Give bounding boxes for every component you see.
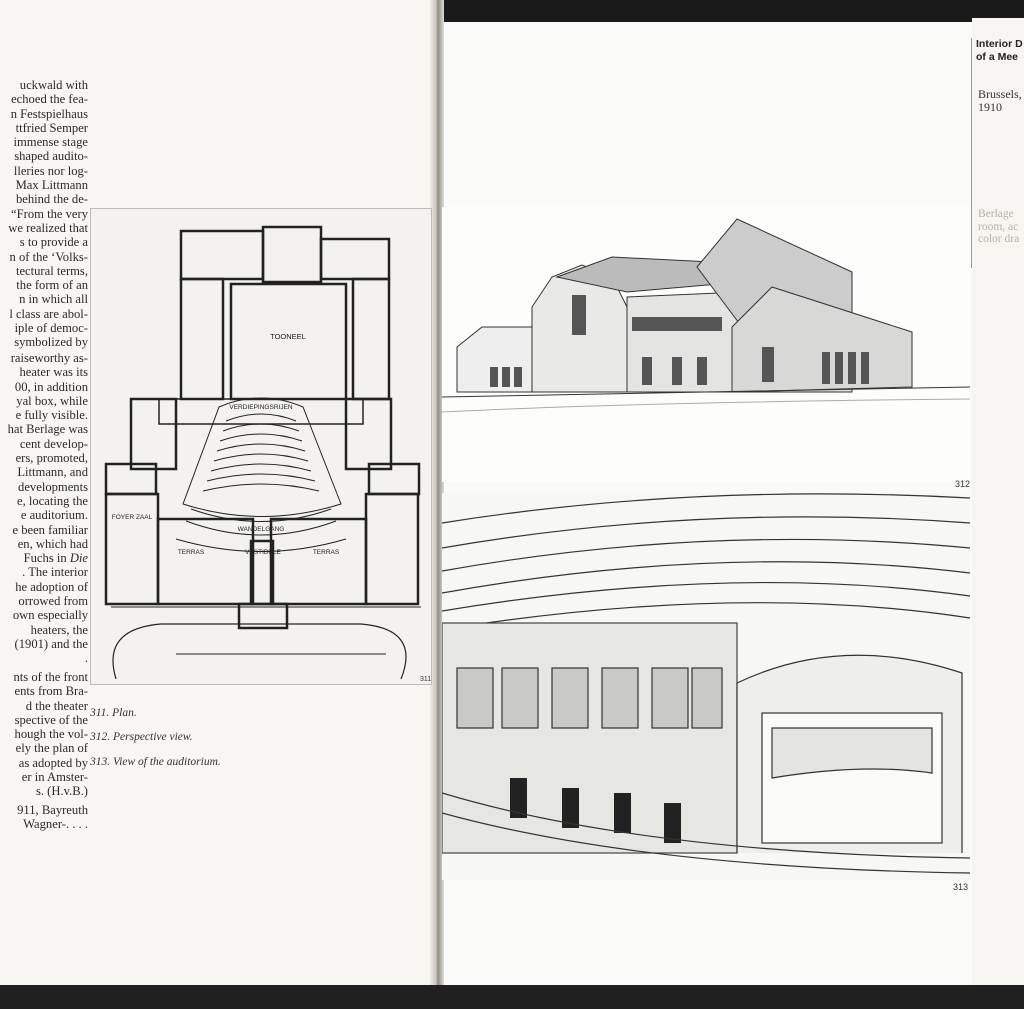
book-gutter — [430, 0, 444, 985]
caption-312: 312. Perspective view. — [90, 731, 193, 743]
text-line: uckwald with — [19, 78, 88, 92]
text-line: 911, Bayreuth — [17, 803, 88, 817]
figure-313-number: 313 — [953, 882, 969, 892]
text-line: own especially — [12, 608, 88, 623]
text-line: n in which all — [19, 292, 88, 307]
margin-rule — [971, 38, 972, 268]
text-line: immense stage — [13, 135, 89, 150]
text-line: hat Berlage was — [7, 422, 88, 437]
note-line: room, ac — [978, 220, 1019, 233]
text-line: heaters, the — [30, 622, 88, 637]
text-line: n of the ‘Volks- — [9, 249, 88, 264]
text-line: he adoption of — [15, 579, 88, 594]
text-line: symbolized by — [14, 335, 88, 350]
title-line: Interior D — [976, 38, 1023, 50]
text-line: er in Amster- — [21, 770, 88, 785]
text-line: ely the plan of — [15, 741, 88, 756]
text-line: Littmann, and — [17, 465, 88, 480]
text-line: n Festspielhaus — [10, 106, 88, 121]
text-line: nts of the front — [13, 670, 89, 684]
text-line: yal box, while — [16, 393, 88, 408]
next-page-note: Berlage room, ac color dra — [978, 208, 1019, 246]
plan-label-orchestra: VERDIEPINGSRIJEN — [229, 404, 293, 411]
text-line: orrowed from — [18, 594, 88, 609]
text-line: . — [84, 651, 88, 666]
text-line: echoed the fea- — [11, 92, 88, 107]
plan-label-terrace-left: TERRAS — [178, 549, 205, 556]
text-line: e fully visible. — [15, 408, 88, 423]
text-line: developments — [18, 479, 88, 494]
text-line: the form of an — [16, 278, 88, 293]
text-line: (1901) and the — [14, 636, 88, 651]
text-line: “From the very — [11, 206, 88, 221]
text-line: Fuchs in Die — [23, 551, 88, 566]
plan-label-terrace-right: TERRAS — [313, 549, 340, 556]
text-line: ttfried Semper — [15, 120, 88, 135]
text-line: s to provide a — [19, 235, 88, 250]
text-line: e, locating the — [17, 493, 88, 508]
background-band — [0, 985, 1024, 1009]
plan-label-foyer: FOYER ZAAL — [112, 514, 153, 521]
figure-311-number: 311 — [420, 676, 432, 683]
next-page-place: Brussels, 1910 — [978, 88, 1022, 114]
text-line: s. (H.v.B.) — [35, 784, 88, 799]
plan-label-promenade: WANDELGANG — [238, 526, 285, 533]
text-line: hough the vol- — [14, 727, 88, 742]
text-line: e auditorium. — [20, 508, 88, 523]
text-line: cent develop- — [19, 436, 88, 451]
plan-label-stage: TOONEEL — [270, 332, 306, 341]
figure-312-number: 312 — [955, 479, 971, 489]
text-line: heater was its — [19, 365, 88, 380]
figure-312-perspective — [442, 207, 970, 482]
text-line: as adopted by — [18, 755, 88, 770]
figure-313-auditorium — [442, 493, 970, 880]
note-line: Berlage — [978, 208, 1014, 220]
figure-311-plan: TOONEEL VERDIEPINGSRIJEN WANDELGANG TERR… — [90, 208, 432, 685]
text-line: shaped audito- — [14, 149, 88, 164]
text-line: d the theater — [25, 698, 88, 713]
next-page-edge — [972, 18, 1024, 985]
text-line: 00, in addition — [14, 379, 88, 394]
text-line: ents from Bra- — [14, 684, 88, 699]
text-line: we realized that — [8, 220, 88, 235]
text-line: l class are abol- — [9, 306, 88, 321]
note-line: color dra — [978, 233, 1020, 245]
text-line: ers, promoted, — [15, 451, 88, 466]
next-page-title: Interior D of a Mee — [976, 38, 1023, 64]
title-line: of a Mee — [976, 51, 1019, 63]
text-line: raiseworthy as- — [10, 351, 88, 365]
text-line: Max Littmann — [15, 178, 88, 193]
text-line: Wagner-. . . . — [23, 817, 88, 832]
text-line: tectural terms, — [15, 263, 88, 278]
text-line: behind the de- — [15, 192, 88, 207]
text-line: e been familiar — [12, 522, 88, 537]
place-line: 1910 — [978, 100, 1002, 114]
caption-311: 311. Plan. — [90, 707, 137, 719]
place-line: Brussels, — [978, 87, 1022, 101]
text-line: . The interior — [22, 565, 88, 580]
text-line: en, which had — [17, 536, 88, 551]
plan-label-vestibule: VESTIBULE — [245, 549, 281, 556]
text-line: spective of the — [14, 712, 88, 727]
text-line: lleries nor log- — [13, 163, 88, 178]
text-line: iple of democ- — [14, 321, 88, 336]
caption-313: 313. View of the auditorium. — [90, 756, 221, 768]
